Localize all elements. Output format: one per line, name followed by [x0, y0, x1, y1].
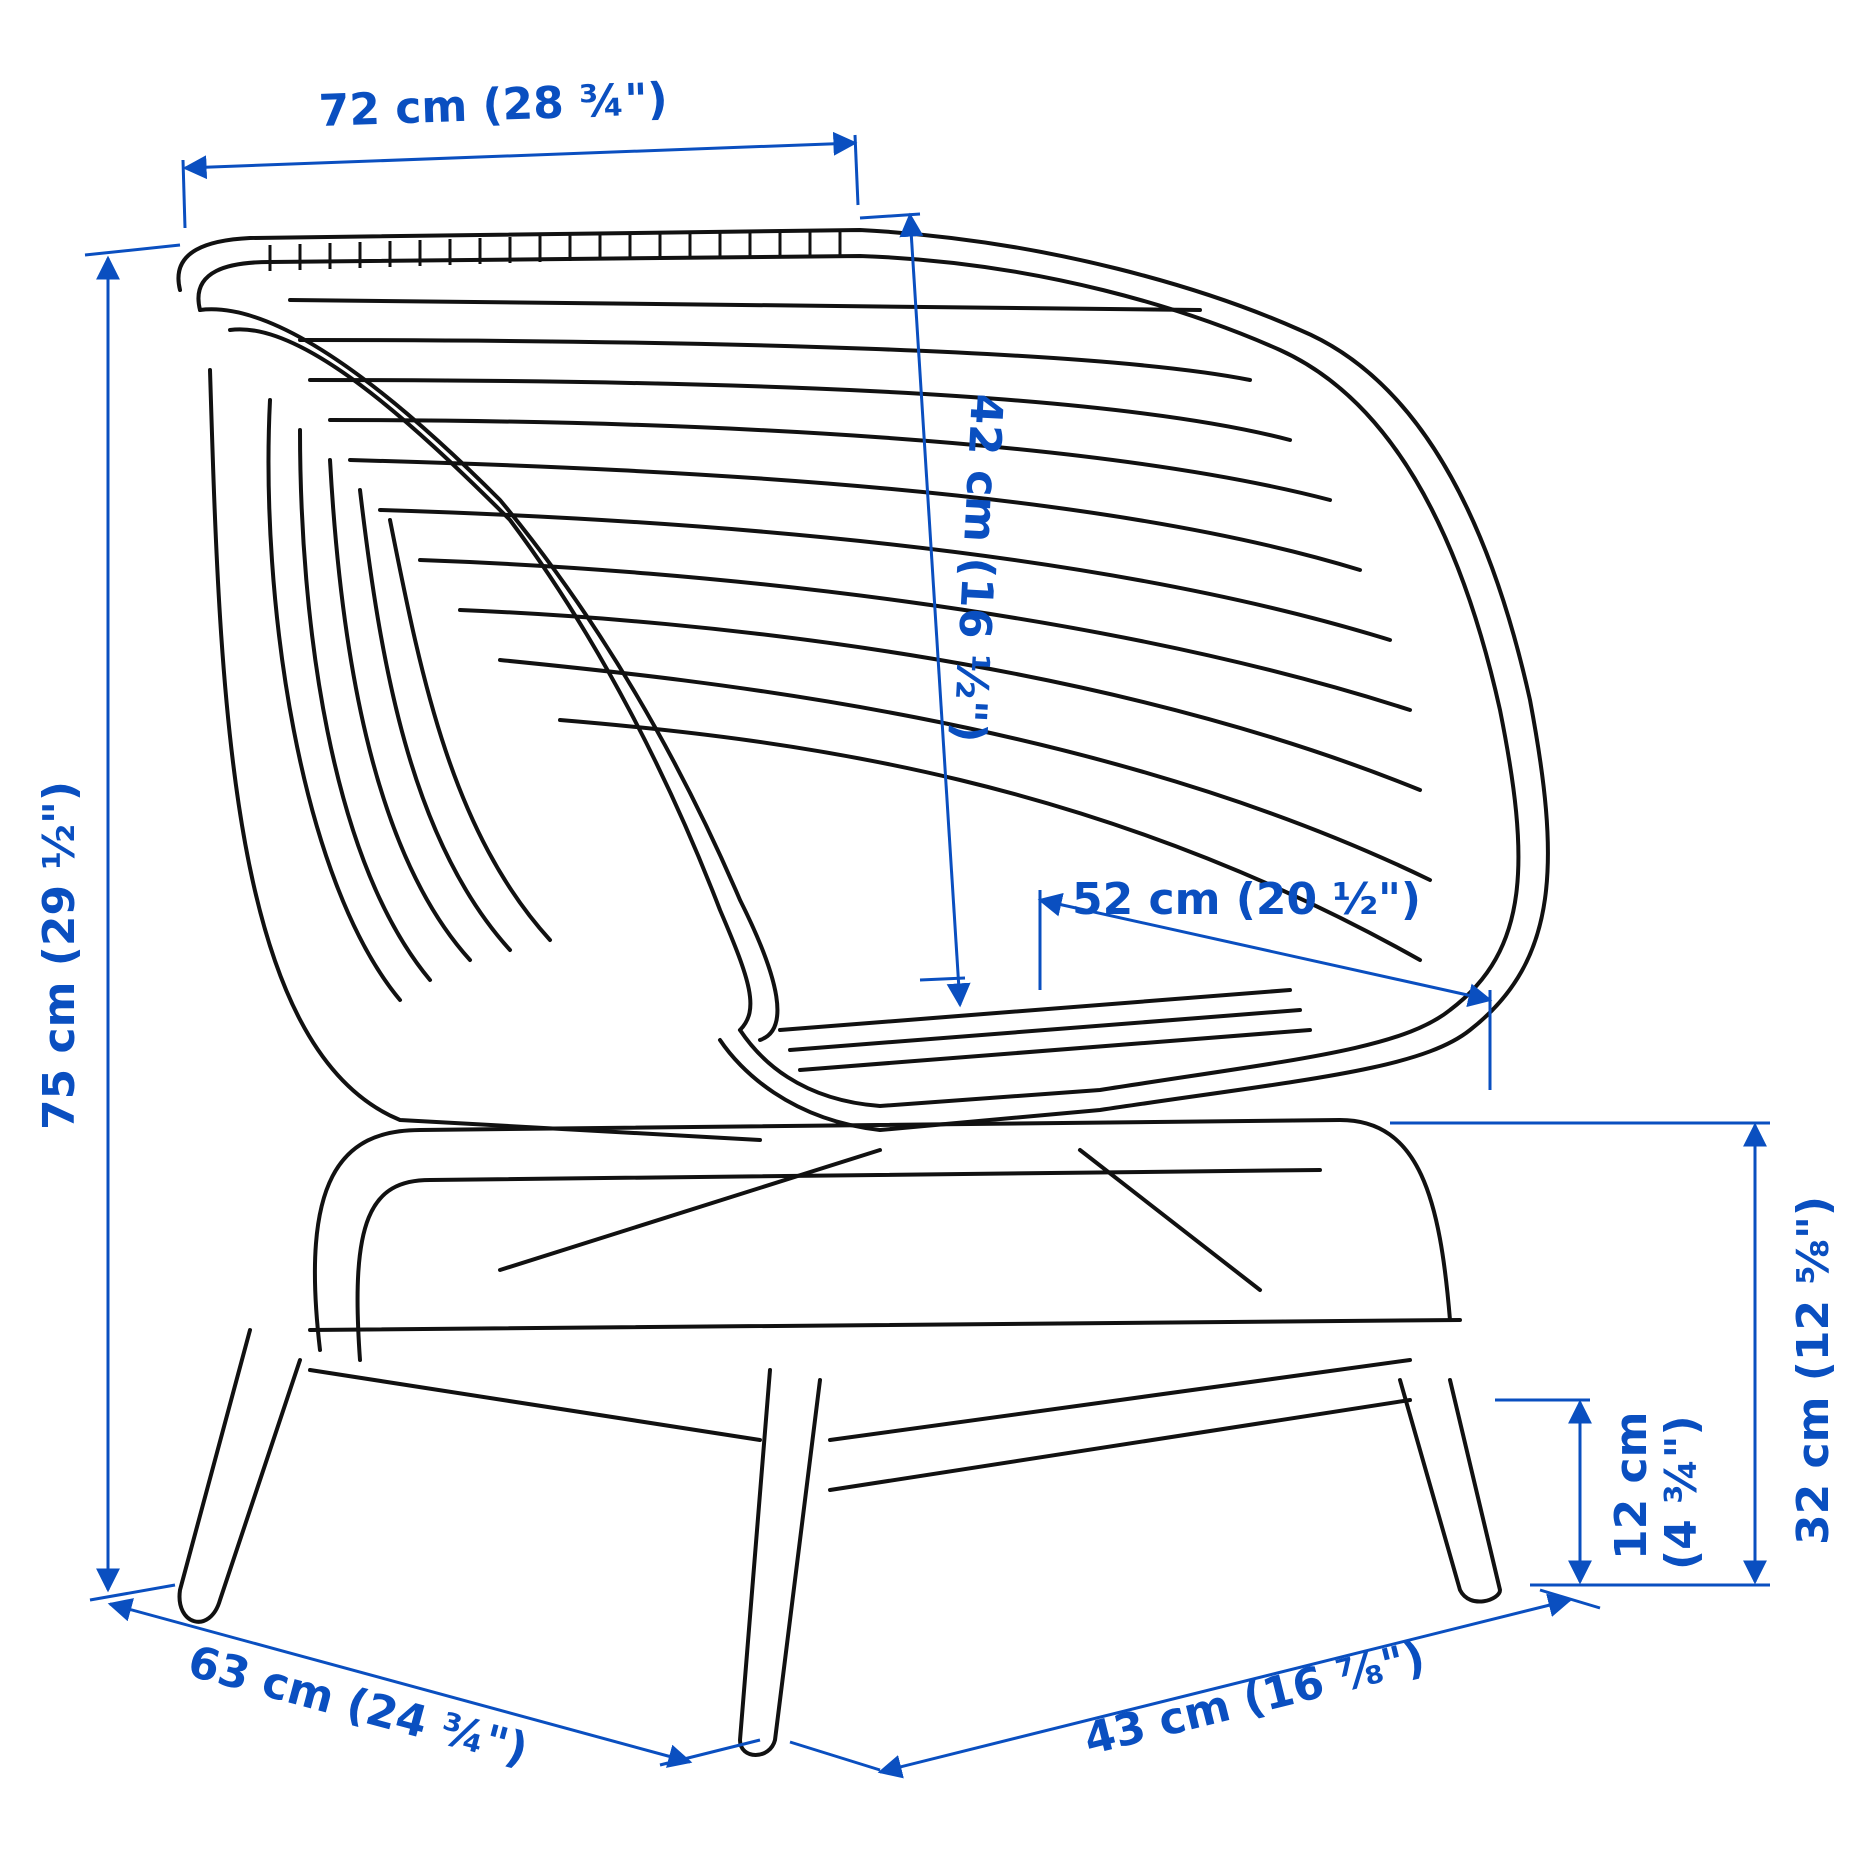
leg-clearance-label-cm: 12 cm: [1606, 1411, 1657, 1560]
width-label: 72 cm (28 ¾"): [317, 73, 669, 137]
rim-wrap-ticks: [268, 231, 842, 271]
total-height-label: 75 cm (29 ½"): [34, 780, 85, 1130]
width-dim-line: [182, 131, 858, 180]
depth-dim-line: [107, 1598, 693, 1768]
seat-height-label: 32 cm (12 ⅝"): [1788, 1195, 1839, 1545]
backrest-dim-line: [899, 212, 971, 1008]
seat-depth-dim-line: [877, 1593, 1573, 1779]
dimension-lines: [84, 131, 1770, 1779]
seat-width-label: 52 cm (20 ½"): [1072, 874, 1422, 925]
chair-body: [176, 228, 1550, 1757]
seat-width-dim-line: [1037, 892, 1493, 1008]
leg-clearance-label-in: (4 ¾"): [1656, 1415, 1707, 1570]
